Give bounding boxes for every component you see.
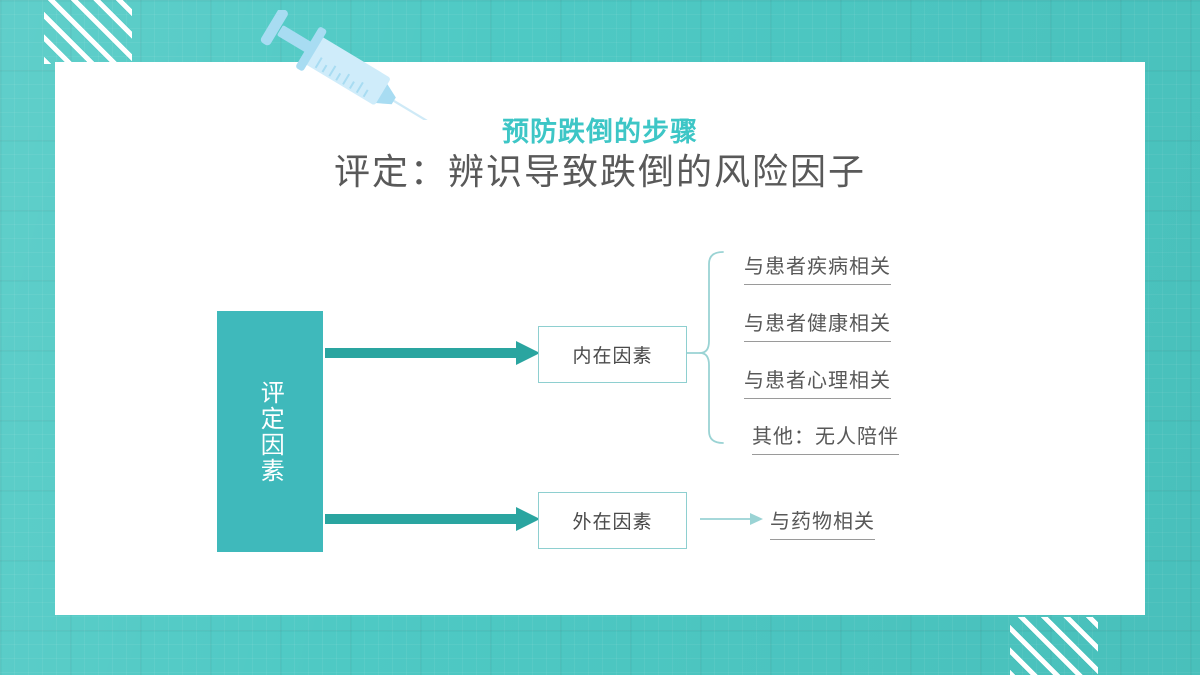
node-internal-factors[interactable]: 内在因素 [538, 326, 687, 383]
node-root[interactable]: 评定因素 [217, 311, 323, 552]
page-title: 预防跌倒的步骤 [502, 117, 698, 148]
page-subtitle: 评定：辨识导致跌倒的风险因子 [333, 151, 866, 193]
leaf-item: 与患者健康相关 [744, 307, 891, 342]
node-root-label: 评定因素 [256, 379, 285, 484]
leaf-item: 与患者疾病相关 [744, 250, 891, 285]
diagonal-stripes-top-left [44, 0, 132, 64]
arrow-external-to-medication [700, 513, 763, 525]
arrow-root-to-internal [325, 341, 540, 365]
node-external-factors[interactable]: 外在因素 [538, 492, 687, 549]
leaf-item: 与患者心理相关 [744, 364, 891, 399]
curly-brace-internal [685, 251, 724, 444]
arrow-root-to-external [325, 507, 540, 531]
leaf-item: 其他：无人陪伴 [752, 420, 899, 455]
leaf-item: 与药物相关 [770, 505, 875, 540]
diagonal-stripes-bottom-right [1010, 617, 1098, 675]
title-block: 预防跌倒的步骤 评定：辨识导致跌倒的风险因子 [55, 118, 1145, 195]
